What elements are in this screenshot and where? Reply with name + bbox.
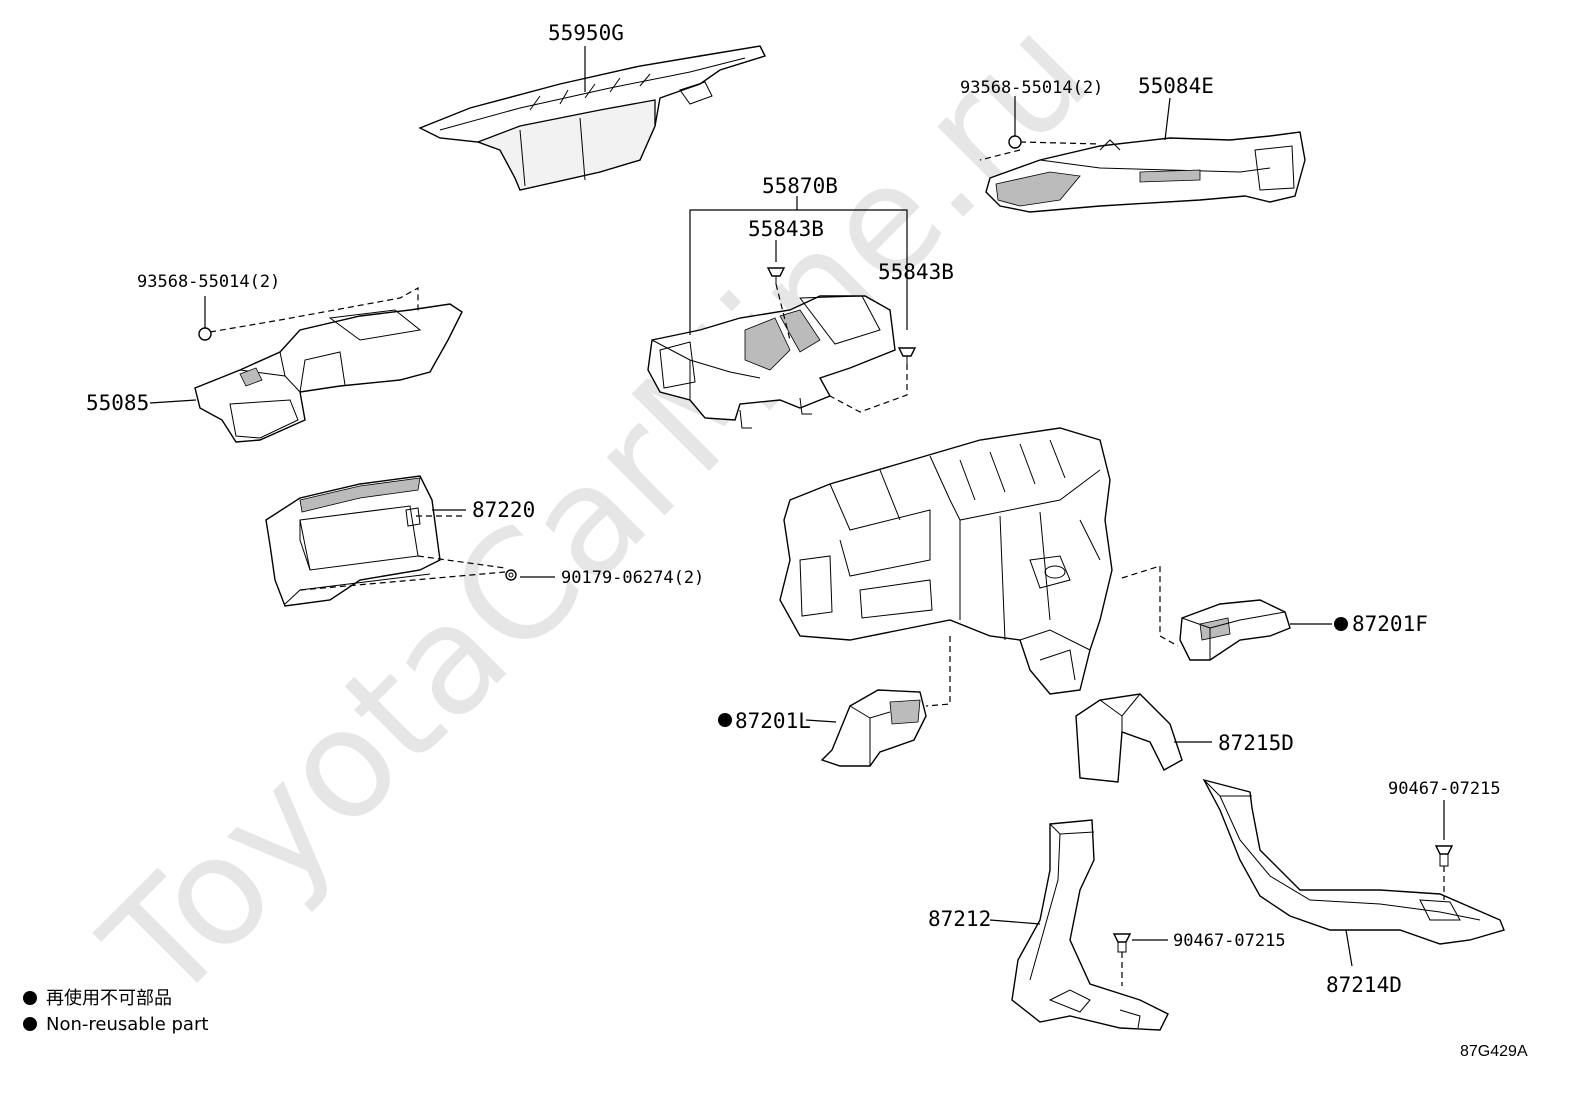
label-55843B-a: 55843B [748,217,824,241]
label-55870B: 55870B [762,174,838,198]
dashline-87201F [1121,565,1179,647]
dashline-55085 [209,286,419,333]
non-reusable-marker-87201L [718,713,732,727]
leader-87214D [1345,929,1353,967]
clip-90467-top [1434,845,1454,867]
leader-87201L [805,719,837,723]
label-90179: 90179-06274(2) [561,568,704,588]
part-87201F-duct [1179,599,1291,661]
non-reusable-marker-87201F [1334,617,1348,631]
dashline-55843B-b [829,364,908,413]
clip-90467-mid [1112,933,1132,953]
label-87214D: 87214D [1326,973,1402,997]
leader-55085 [149,399,197,404]
label-90467-top: 90467-07215 [1388,779,1501,799]
part-87215D-duct [1075,693,1183,783]
part-87212-duct [1011,819,1169,1031]
label-87201F: 87201F [1352,612,1428,636]
screw-93568-left [198,327,212,341]
part-87214D-duct [1202,778,1505,945]
legend-marker-1 [23,991,37,1005]
part-55950G-defroster-nozzle [418,45,766,191]
label-87212: 87212 [928,907,991,931]
dashline-87220 [299,515,506,591]
label-55843B-b: 55843B [878,260,954,284]
label-55085: 55085 [86,391,149,415]
dashline-87201L [925,636,951,707]
clip-55843B-b [897,347,917,364]
label-87215D: 87215D [1218,731,1294,755]
part-87220-register [265,475,441,607]
bracket-55870B [689,209,908,335]
diagram-code: 87G429A [1460,1043,1528,1060]
legend-marker-2 [23,1017,37,1031]
label-55950G: 55950G [548,21,624,45]
leader-55084E [1164,97,1171,141]
legend-line-english: Non-reusable part [46,1014,208,1035]
label-90467-mid: 90467-07215 [1173,931,1286,951]
label-93568-left: 93568-55014(2) [137,272,280,292]
label-87220: 87220 [472,498,535,522]
leader-87212 [989,919,1041,925]
part-55085-duct [194,303,463,443]
legend: 再使用不可部品 Non-reusable part [23,988,208,1035]
part-87201L-duct [820,689,927,767]
part-ac-unit-housing [779,427,1113,695]
clip-55843B-a [766,267,786,284]
label-55084E: 55084E [1138,74,1214,98]
part-55084E-duct [985,131,1306,213]
screw-93568-right [1008,124,1022,149]
legend-line-japanese: 再使用不可部品 [46,988,172,1009]
dashline-55084E [979,141,1101,161]
label-93568-right: 93568-55014(2) [960,78,1103,98]
part-55870B-register-assy [647,295,896,429]
label-87201L: 87201L [735,709,811,733]
nut-90179 [505,569,517,581]
